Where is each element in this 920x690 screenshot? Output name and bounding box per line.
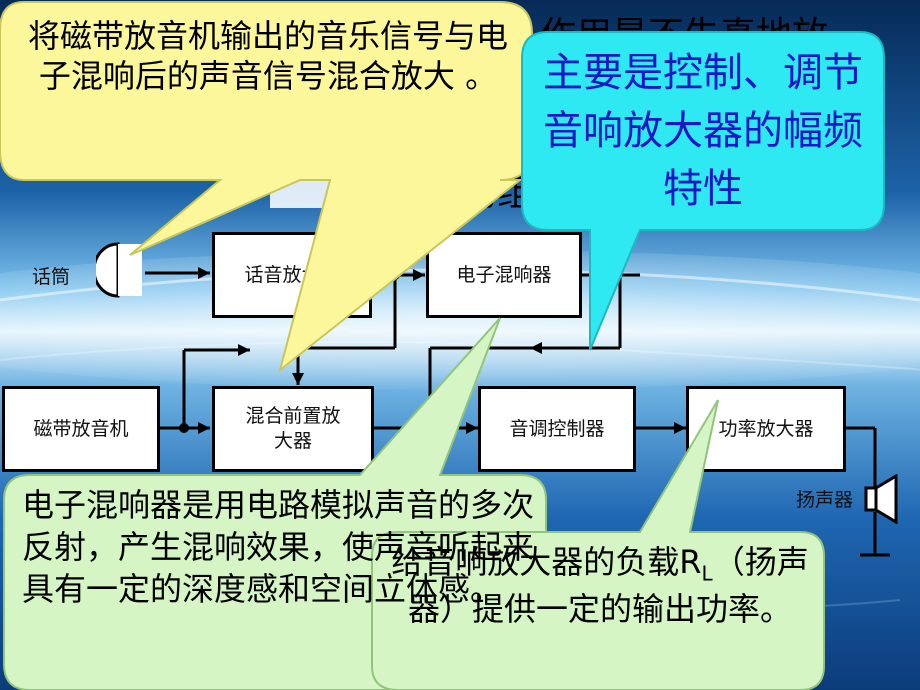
- power-callout-line1: 给音响放大器的负载R: [391, 543, 702, 581]
- load-subscript: L: [701, 561, 713, 586]
- microphone-label: 话筒: [32, 266, 71, 288]
- power-callout-text: 给音响放大器的负载RL（扬声器）提供一定的输出功率。: [384, 540, 816, 632]
- microphone-icon: [96, 242, 142, 298]
- speaker-label: 扬声器: [796, 489, 854, 511]
- reverb-callout-text: 电子混响器是用电路模拟声音的多次反射，产生混响效果，使声音听起来具有一定的深度感…: [22, 486, 535, 609]
- mix-callout-text: 将磁带放音机输出的音乐信号与电子混响后的声音信号混合放大 。: [27, 17, 508, 95]
- power-callout-line2: （扬声器）提供一定的输出功率。: [407, 543, 809, 629]
- speaker-icon: [864, 474, 898, 524]
- power-amplifier-block: 功率放大器: [686, 386, 846, 472]
- mix-preamp-label: 混合前置放大器: [245, 405, 341, 452]
- tone-control-block: 音调控制器: [478, 386, 636, 472]
- tone-callout-bubble: [521, 31, 885, 351]
- electronic-reverb-block: 电子混响器: [426, 232, 582, 318]
- tone-callout-text: 主要是控制、调节音响放大器的幅频特性: [543, 50, 863, 212]
- mix-preamp-block: 混合前置放大器: [212, 386, 374, 472]
- tape-player-block: 磁带放音机: [2, 386, 160, 472]
- mix-callout-bubble: [0, 0, 533, 373]
